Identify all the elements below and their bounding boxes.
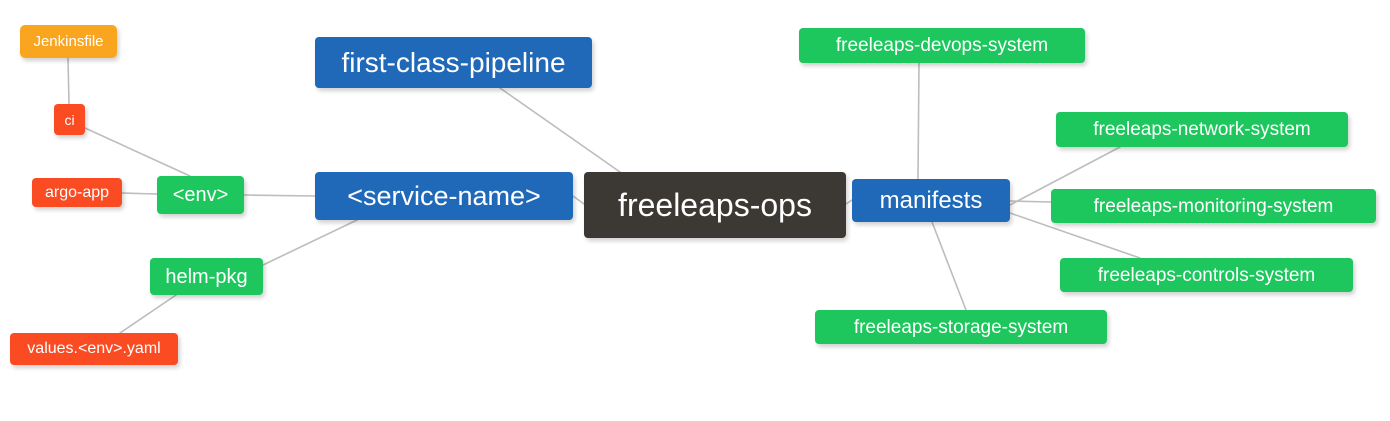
node-values-env-yaml[interactable]: values.<env>.yaml (10, 333, 178, 365)
node-helm-pkg[interactable]: helm-pkg (150, 258, 263, 295)
node-label-freeleaps-monitoring-system: freeleaps-monitoring-system (1093, 195, 1334, 217)
node-jenkinsfile[interactable]: Jenkinsfile (20, 25, 117, 58)
node-freeleaps-storage-system[interactable]: freeleaps-storage-system (815, 310, 1107, 344)
node-label-helm-pkg: helm-pkg (165, 265, 248, 288)
node-freeleaps-devops-system[interactable]: freeleaps-devops-system (799, 28, 1085, 63)
node-label-service-name: <service-name> (347, 180, 541, 211)
node-label-freeleaps-controls-system: freeleaps-controls-system (1097, 264, 1316, 286)
node-label-values-env-yaml: values.<env>.yaml (27, 340, 161, 357)
node-label-manifests: manifests (879, 186, 983, 214)
node-label-argo-app: argo-app (44, 183, 110, 201)
node-freeleaps-network-system[interactable]: freeleaps-network-system (1056, 112, 1348, 147)
node-env[interactable]: <env> (157, 176, 244, 214)
node-label-freeleaps-storage-system: freeleaps-storage-system (853, 316, 1069, 338)
node-freeleaps-ops[interactable]: freeleaps-ops (584, 172, 846, 238)
node-ci[interactable]: ci (54, 104, 85, 135)
node-label-first-class-pipeline: first-class-pipeline (341, 46, 566, 78)
node-label-env: <env> (172, 184, 229, 206)
node-first-class-pipeline[interactable]: first-class-pipeline (315, 37, 592, 88)
node-manifests[interactable]: manifests (852, 179, 1010, 222)
node-label-freeleaps-ops: freeleaps-ops (618, 187, 812, 223)
node-label-freeleaps-network-system: freeleaps-network-system (1093, 119, 1311, 140)
node-label-ci: ci (64, 111, 75, 128)
node-freeleaps-controls-system[interactable]: freeleaps-controls-system (1060, 258, 1353, 292)
node-label-jenkinsfile: Jenkinsfile (33, 33, 104, 50)
node-label-freeleaps-devops-system: freeleaps-devops-system (835, 35, 1049, 56)
node-argo-app[interactable]: argo-app (32, 178, 122, 207)
node-service-name[interactable]: <service-name> (315, 172, 573, 220)
node-freeleaps-monitoring-system[interactable]: freeleaps-monitoring-system (1051, 189, 1376, 223)
